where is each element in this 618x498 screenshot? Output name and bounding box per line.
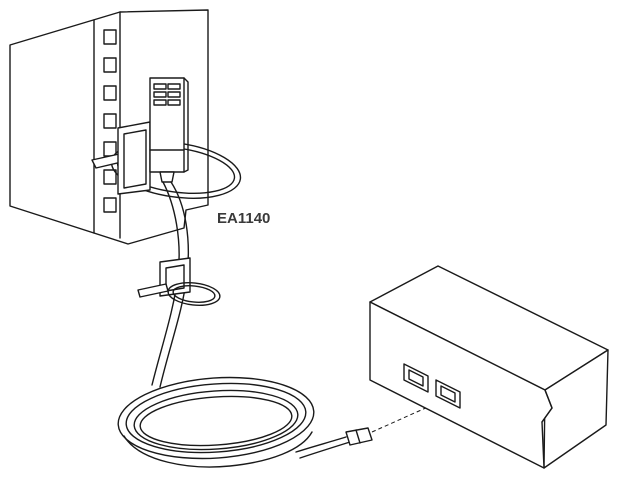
network-switch-box (369, 265, 609, 469)
ethernet-port-1 (403, 363, 429, 393)
ethernet-port-2 (435, 379, 461, 409)
part-label: EA1140 (217, 210, 270, 227)
rack-post (9, 9, 209, 245)
adapter-vents (153, 83, 181, 106)
ea1140-adapter (149, 77, 189, 183)
rj-plug (345, 427, 373, 446)
cable-tail (295, 436, 351, 459)
cable-coil (117, 376, 315, 468)
rack-holes (103, 29, 117, 213)
mount-bracket (117, 121, 151, 195)
lower-cable-clip (137, 257, 221, 306)
